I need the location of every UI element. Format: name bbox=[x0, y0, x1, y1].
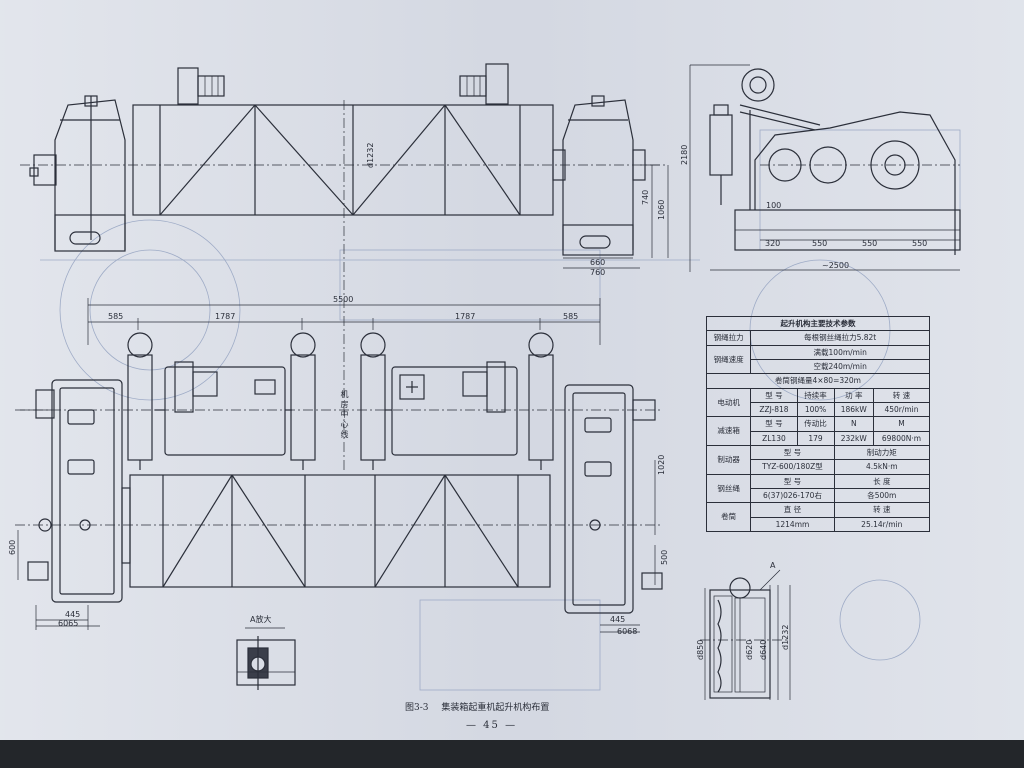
motor-label: 电动机 bbox=[705, 387, 752, 418]
dim-seg-mid-left: 1787 bbox=[215, 312, 235, 321]
dim-bottom-6068: 6068 bbox=[617, 627, 637, 636]
detail-a-marker: A bbox=[770, 561, 776, 570]
dim-right-550c: 550 bbox=[912, 239, 927, 248]
spec-row-value: 满载100m/min bbox=[750, 344, 930, 360]
drum-header: 转 速 bbox=[833, 502, 931, 518]
detail-a-label: A放大 bbox=[250, 614, 271, 624]
side-view bbox=[689, 64, 961, 272]
dim-left-600: 600 bbox=[8, 540, 17, 555]
dim-side-740: 740 bbox=[641, 190, 650, 205]
spec-row-value: 每根钢丝绳拉力5.82t bbox=[750, 330, 930, 346]
drum-section-view bbox=[700, 569, 791, 700]
motor-header: 转 速 bbox=[872, 387, 931, 403]
dim-d640: d640 bbox=[759, 640, 768, 660]
reducer-value: 179 bbox=[796, 430, 835, 446]
dim-seg-left: 585 bbox=[108, 312, 123, 321]
dim-seg-right: 585 bbox=[563, 312, 578, 321]
reducer-value: ZL130 bbox=[750, 430, 798, 446]
reducer-header: N bbox=[833, 416, 874, 432]
dim-d850: d850 bbox=[696, 640, 705, 660]
dim-drum-diameter: d1232 bbox=[366, 143, 375, 168]
reducer-label: 减速箱 bbox=[705, 416, 752, 446]
dim-seg-mid-right: 1787 bbox=[455, 312, 475, 321]
centerline-label: 机房中心线 bbox=[340, 390, 349, 439]
rope-value: 各500m bbox=[833, 487, 931, 504]
dim-overall-length: 5500 bbox=[333, 295, 353, 304]
dim-d620: d620 bbox=[745, 640, 754, 660]
rope-value: 6(37)026-170右 bbox=[750, 487, 835, 504]
dim-bottom-6065: 6065 bbox=[58, 619, 78, 628]
drum-value: 1214mm bbox=[750, 516, 835, 533]
rope-header: 长 度 bbox=[833, 473, 931, 489]
spec-row-label: 钢绳速度 bbox=[705, 344, 752, 375]
top-elevation bbox=[20, 63, 669, 269]
motor-value: 100% bbox=[796, 401, 835, 418]
drum-label: 卷筒 bbox=[705, 502, 752, 532]
dim-side-660: 660 bbox=[590, 258, 605, 267]
dim-right-550a: 550 bbox=[812, 239, 827, 248]
page-number: — 45 — bbox=[466, 720, 518, 731]
brake-value: 4.5kN·m bbox=[833, 459, 931, 475]
dim-right-100: 100 bbox=[766, 201, 781, 210]
dim-bottom-500: 500 bbox=[660, 550, 669, 565]
dim-right-2500: ~2500 bbox=[822, 261, 849, 270]
motor-header: 功 率 bbox=[833, 387, 874, 403]
dim-bottom-445-left: 445 bbox=[65, 610, 80, 619]
figure-caption: 图3-3 集装箱起重机起升机构布置 bbox=[405, 700, 559, 713]
drum-header: 直 径 bbox=[750, 502, 835, 518]
detail-a-enlarged bbox=[236, 627, 296, 690]
dim-bottom-445-right: 445 bbox=[610, 615, 625, 624]
spec-table: 起升机构主要技术参数 钢绳拉力 每根钢丝绳拉力5.82t 钢绳速度 满载100m… bbox=[705, 315, 931, 533]
motor-header: 型 号 bbox=[750, 387, 798, 403]
reducer-value: 69800N·m bbox=[872, 430, 931, 446]
drawing-sheet: d1232 5500 585 1787 1787 585 740 1060 66… bbox=[0, 0, 1024, 740]
dim-right-2180: 2180 bbox=[680, 145, 689, 165]
rope-label: 钢丝绳 bbox=[705, 473, 752, 504]
figure-title: 集装箱起重机起升机构布置 bbox=[441, 703, 550, 713]
plan-view bbox=[15, 298, 663, 633]
brake-label: 制动器 bbox=[705, 444, 752, 475]
dim-right-550b: 550 bbox=[862, 239, 877, 248]
reducer-header: 型 号 bbox=[750, 416, 798, 432]
dim-bottom-1020: 1020 bbox=[657, 455, 666, 475]
dimension-labels: d1232 5500 585 1787 1787 585 740 1060 66… bbox=[8, 143, 927, 660]
spec-row-value: 空载240m/min bbox=[750, 358, 930, 375]
brake-header: 制动力矩 bbox=[833, 444, 931, 461]
drum-value: 25.14r/min bbox=[833, 516, 931, 533]
brake-value: TYZ-600/180Z型 bbox=[750, 459, 835, 475]
rope-header: 型 号 bbox=[750, 473, 835, 489]
dim-right-320: 320 bbox=[765, 239, 780, 248]
motor-value: ZZJ-818 bbox=[750, 401, 798, 418]
reducer-header: 传动比 bbox=[796, 416, 835, 432]
dim-side-1060: 1060 bbox=[657, 200, 666, 220]
spec-row-label: 钢绳拉力 bbox=[705, 330, 752, 346]
mechanism-layout-drawing: d1232 5500 585 1787 1787 585 740 1060 66… bbox=[8, 63, 961, 700]
dim-d1232b: d1232 bbox=[781, 625, 790, 650]
motor-header: 持续率 bbox=[796, 387, 835, 403]
motor-value: 186kW bbox=[833, 401, 874, 418]
dim-side-760: 760 bbox=[590, 268, 605, 277]
motor-value: 450r/min bbox=[872, 401, 931, 418]
brake-header: 型 号 bbox=[750, 444, 835, 461]
reducer-header: M bbox=[872, 416, 931, 432]
spec-row-value: 卷筒钢绳量4×80=320m bbox=[706, 373, 930, 389]
spec-title: 起升机构主要技术参数 bbox=[706, 315, 930, 332]
reducer-value: 232kW bbox=[833, 430, 874, 446]
figure-number: 图3-3 bbox=[405, 703, 429, 713]
